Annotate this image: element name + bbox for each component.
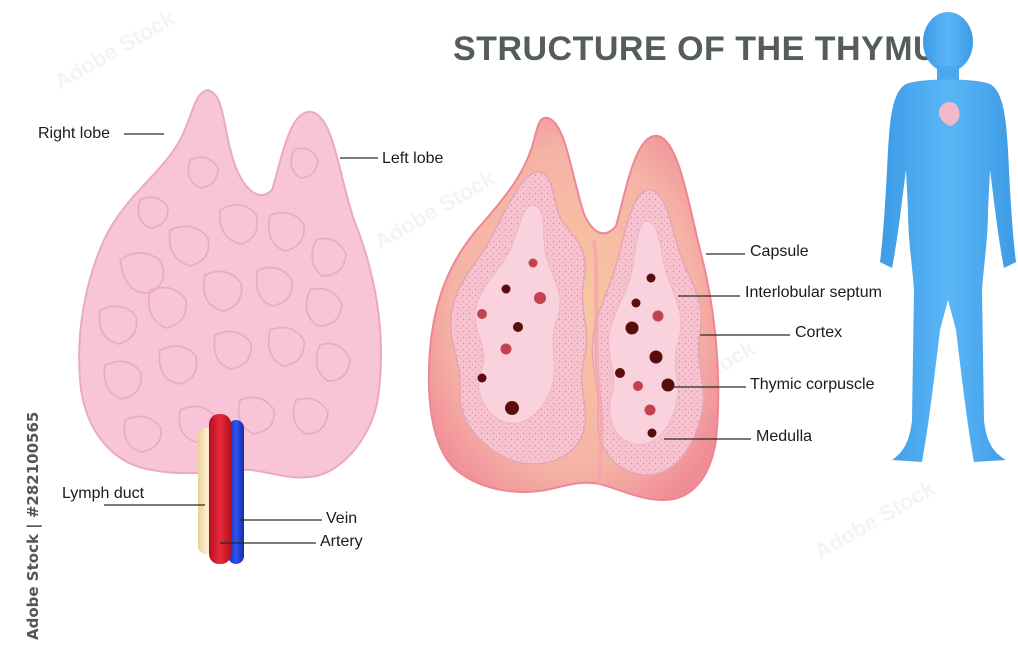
label-thymic-corpuscle: Thymic corpuscle bbox=[750, 376, 875, 393]
label-vein: Vein bbox=[326, 510, 357, 527]
label-medulla: Medulla bbox=[756, 428, 812, 445]
vessels bbox=[198, 414, 244, 564]
gland-body bbox=[79, 90, 381, 478]
label-interlobular-septum: Interlobular septum bbox=[745, 284, 882, 301]
corpuscle bbox=[502, 285, 511, 294]
corpuscle bbox=[615, 368, 625, 378]
corpuscle bbox=[529, 259, 538, 268]
corpuscle bbox=[632, 299, 641, 308]
human-body bbox=[880, 80, 1016, 463]
corpuscle bbox=[478, 374, 487, 383]
artery bbox=[209, 414, 231, 564]
corpuscle bbox=[648, 429, 657, 438]
label-right-lobe: Right lobe bbox=[38, 125, 110, 142]
label-capsule: Capsule bbox=[750, 243, 809, 260]
corpuscle bbox=[501, 344, 512, 355]
corpuscle bbox=[626, 322, 639, 335]
corpuscle bbox=[662, 379, 675, 392]
label-lymph-duct: Lymph duct bbox=[62, 485, 145, 502]
label-cortex: Cortex bbox=[795, 324, 842, 341]
watermark: Adobe Stock bbox=[810, 475, 940, 564]
human-silhouette bbox=[880, 12, 1016, 462]
human-head bbox=[923, 12, 973, 72]
corpuscle bbox=[513, 322, 523, 332]
diagram-title: STRUCTURE OF THE THYMUS bbox=[453, 30, 961, 68]
corpuscle bbox=[534, 292, 546, 304]
corpuscle bbox=[645, 405, 656, 416]
corpuscle bbox=[477, 309, 487, 319]
corpuscle bbox=[653, 311, 664, 322]
watermark: Adobe Stock bbox=[50, 5, 180, 94]
label-left-lobe: Left lobe bbox=[382, 150, 443, 167]
corpuscle bbox=[633, 381, 643, 391]
corpuscle bbox=[650, 351, 663, 364]
stock-credit: Adobe Stock | #282100565 bbox=[24, 412, 43, 640]
label-artery: Artery bbox=[320, 533, 363, 550]
corpuscle bbox=[505, 401, 519, 415]
corpuscle bbox=[647, 274, 656, 283]
